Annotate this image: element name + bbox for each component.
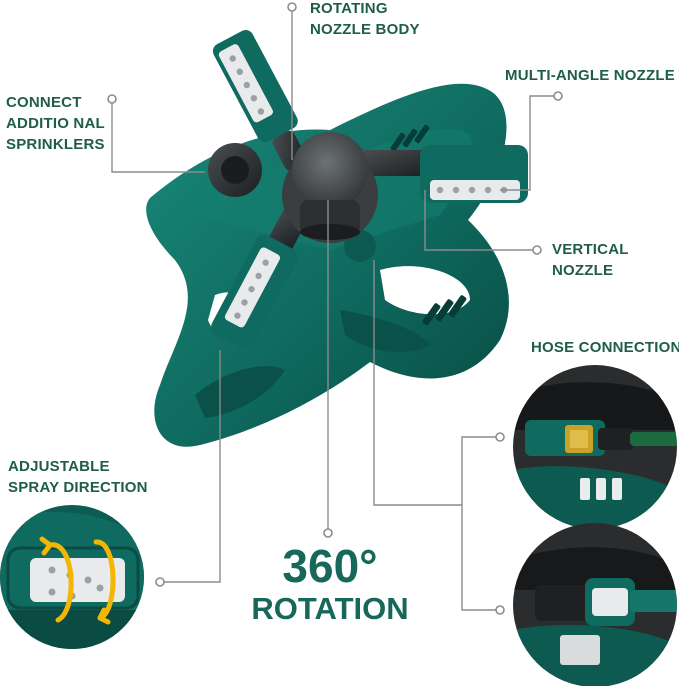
rotation-degrees: 360° [282,540,378,592]
rotation-caption: ROTATION [251,591,409,626]
rotating-hub [282,132,378,243]
hose-quick-connector-closeup [513,523,677,686]
multi-angle-nozzle-label: MULTI-ANGLE NOZZLE [505,67,675,84]
hose-connector-brass-closeup [513,365,677,529]
connector-ring [208,143,376,262]
rotate-arrow-icon [39,536,116,625]
hose-connection-label: HOSE CONNECTION [531,339,679,356]
callout-lines [107,2,563,615]
vertical-nozzle-label: VERTICAL NOZZLE [552,241,629,279]
adjustable-spray-direction-label: ADJUSTABLE SPRAY DIRECTION [8,458,148,496]
rotating-nozzle-body-label: ROTATING NOZZLE BODY [310,0,420,38]
connect-additional-sprinklers-label: CONNECT ADDITIO NAL SPRINKLERS [6,94,105,153]
